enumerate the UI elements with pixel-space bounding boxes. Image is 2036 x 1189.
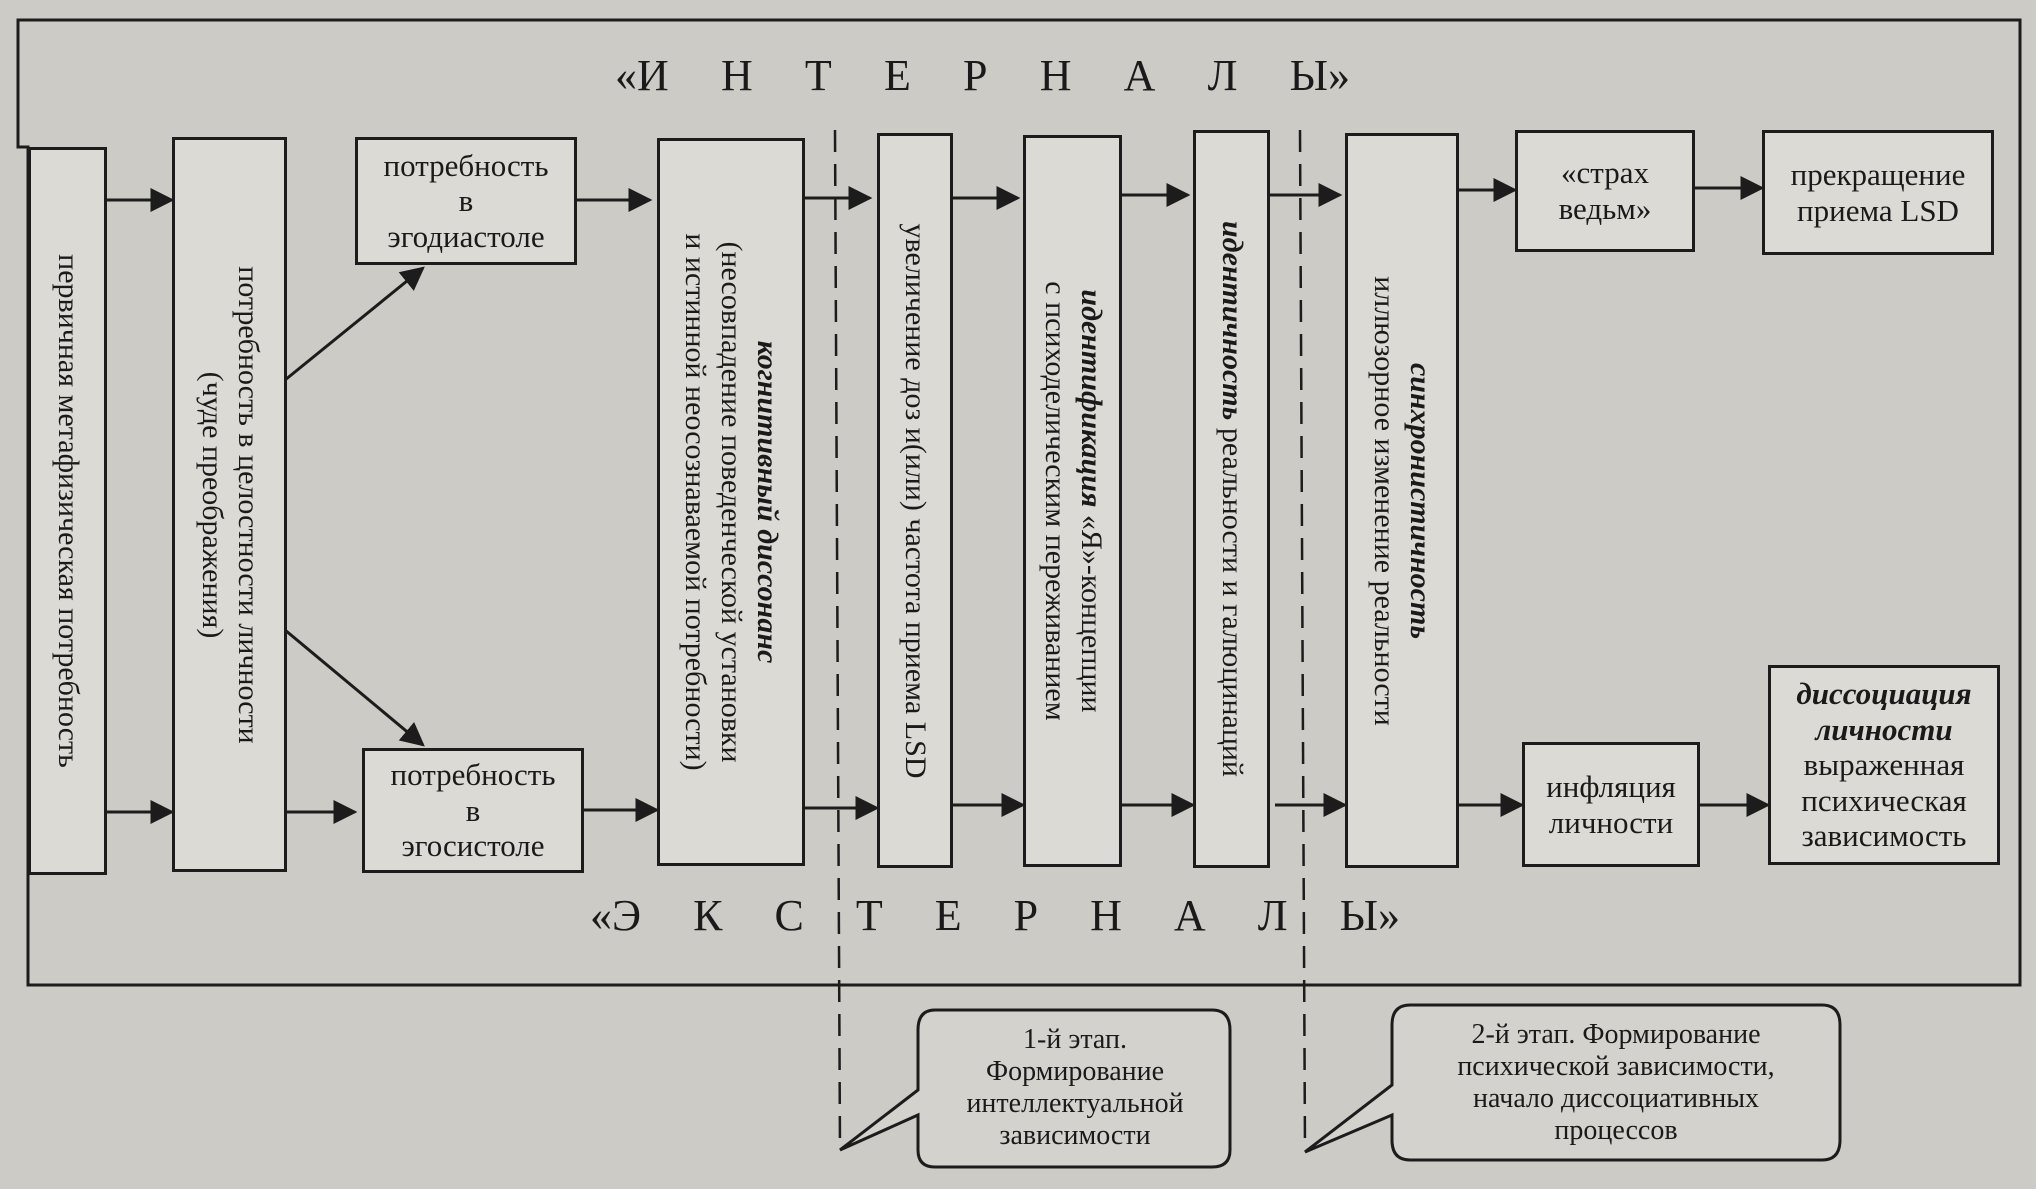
reality-identity-text: идентичность реальности и галюцинаций xyxy=(1215,221,1249,777)
stage1-divider xyxy=(833,129,842,1151)
externals-letter: Т xyxy=(855,890,883,940)
inflation-text: инфляция личности xyxy=(1546,768,1676,840)
primary-need-box: первичная метафизическая потребность xyxy=(28,147,107,875)
stage2-divider xyxy=(1298,129,1307,1151)
arrow-integrity-diastole xyxy=(284,266,425,382)
inflation-box: инфляция личности xyxy=(1522,742,1700,867)
identification-box: идентификация «Я»-концепции с психоделич… xyxy=(1023,135,1122,867)
externals-letter: Ы» xyxy=(1339,890,1400,940)
witch-fear-text: «страх ведьм» xyxy=(1558,155,1652,226)
externals-letter: «Э xyxy=(590,890,642,940)
internals-letter: Т xyxy=(804,50,832,100)
dose-increase-text: увеличение доз и(или) частота приема LSD xyxy=(899,223,932,778)
stage1-callout: 1-й этап. Формирование интеллектуальной … xyxy=(966,1023,1184,1152)
externals-letter: А xyxy=(1173,890,1206,940)
externals-letter: Е xyxy=(934,890,962,940)
synchronicity-box: синхронистичность иллюзорное изменение р… xyxy=(1345,133,1459,868)
internals-letter: Н xyxy=(1039,50,1072,100)
integrity-need-text: потребность в целостности личности (чуде… xyxy=(195,265,265,744)
internals-letter: «И xyxy=(615,50,669,100)
dose-increase-box: увеличение доз и(или) частота приема LSD xyxy=(877,133,953,868)
primary-need-text: первичная метафизическая потребность xyxy=(51,254,85,768)
internals-letter: Ы» xyxy=(1289,50,1350,100)
internals-label: «И Н Т Е Р Н А Л Ы» xyxy=(615,50,1350,100)
externals-label: «Э К С Т Е Р Н А Л Ы» xyxy=(590,890,1400,940)
callout-stage1-shape xyxy=(839,1008,1232,1169)
dissociation-box: диссоциация личности выраженная психичес… xyxy=(1768,665,2000,865)
dissociation-text: диссоциация личности выраженная психичес… xyxy=(1796,675,1972,854)
internals-letter: Р xyxy=(963,50,988,100)
egosystole-box: потребность в эгосистоле xyxy=(362,748,584,873)
egosystole-text: потребность в эгосистоле xyxy=(390,757,556,864)
cognitive-dissonance-text: когнитивный диссонанс (несовпадение пове… xyxy=(679,233,784,771)
egodiastole-box: потребность в эгодиастоле xyxy=(355,137,577,265)
stage2-callout: 2-й этап. Формирование психической завис… xyxy=(1457,1018,1775,1147)
internals-letter: Л xyxy=(1207,50,1238,100)
integrity-need-box: потребность в целостности личности (чуде… xyxy=(172,137,287,872)
internals-letter: А xyxy=(1123,50,1156,100)
reality-identity-box: идентичность реальности и галюцинаций xyxy=(1193,130,1270,868)
cognitive-dissonance-box: когнитивный диссонанс (несовпадение пове… xyxy=(657,138,805,866)
internals-letter: Е xyxy=(883,50,911,100)
externals-letter: С xyxy=(774,890,804,940)
externals-letter: Л xyxy=(1257,890,1288,940)
callout-stage2-shape xyxy=(1304,1003,1842,1162)
synchronicity-text: синхронистичность иллюзорное изменение р… xyxy=(1368,275,1437,726)
outer-frame xyxy=(16,18,2022,987)
arrow-integrity-systole xyxy=(284,628,425,747)
witch-fear-box: «страх ведьм» xyxy=(1515,130,1695,252)
externals-letter: К xyxy=(693,890,723,940)
identification-text: идентификация «Я»-концепции с психоделич… xyxy=(1038,281,1108,721)
externals-letter: Н xyxy=(1090,890,1122,940)
stop-lsd-box: прекращение приема LSD xyxy=(1762,130,1994,255)
externals-letter: Р xyxy=(1013,890,1039,940)
stop-lsd-text: прекращение приема LSD xyxy=(1790,156,1966,228)
internals-letter: Н xyxy=(720,50,753,100)
egodiastole-text: потребность в эгодиастоле xyxy=(383,147,549,254)
